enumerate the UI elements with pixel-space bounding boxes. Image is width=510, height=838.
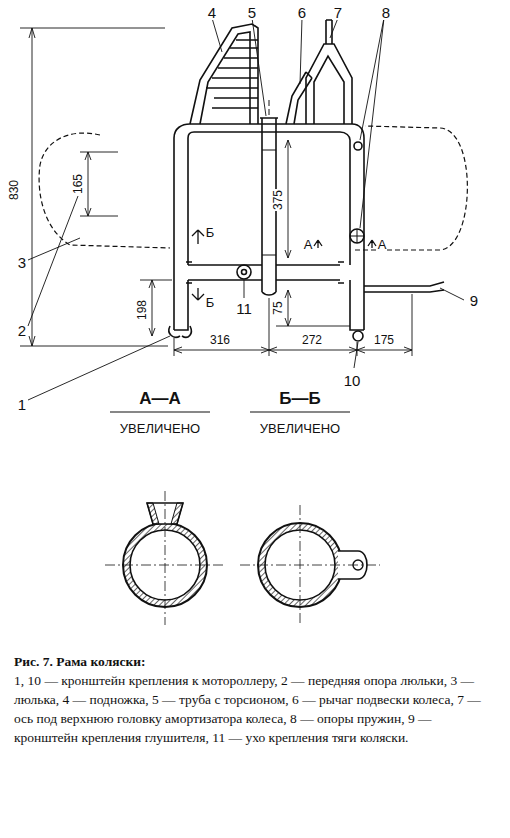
section-title: Б—Б: [278, 390, 321, 407]
callout-number: 1: [17, 397, 27, 412]
callout-number: 3: [17, 255, 27, 270]
section-mark: А: [377, 238, 388, 251]
dimension: 316: [209, 334, 231, 346]
callout-number: 2: [17, 323, 27, 338]
callout-number: 6: [297, 5, 307, 20]
section-title: А—А: [138, 390, 182, 407]
section-mark: А: [303, 238, 314, 251]
figure-caption: Рис. 7. Рама коляски: 1, 10 — кронштейн к…: [14, 652, 496, 747]
callout-number: 5: [247, 5, 257, 20]
figure-title: Рис. 7. Рама коляски:: [14, 654, 146, 669]
callout-number: 10: [343, 373, 362, 388]
section-mark: Б: [205, 296, 216, 309]
callout-number: 4: [207, 5, 217, 20]
section-mark: Б: [205, 226, 216, 239]
dimension: 165: [72, 173, 84, 195]
caption-text: 1, 10 — кронштейн крепления к мотороллер…: [14, 673, 481, 745]
section-note: УВЕЛИЧЕНО: [259, 422, 341, 435]
dimension: 272: [301, 334, 323, 346]
callout-number: 8: [381, 5, 391, 20]
dimension: 175: [373, 334, 395, 346]
callout-number: 11: [235, 301, 253, 316]
dimension: 830: [8, 179, 20, 201]
dimension: 198: [136, 299, 148, 321]
callout-number: 7: [333, 5, 343, 20]
dimension: 75: [272, 300, 284, 315]
section-note: УВЕЛИЧЕНО: [119, 422, 201, 435]
callout-number: 9: [469, 293, 479, 308]
dimension: 375: [272, 189, 284, 211]
